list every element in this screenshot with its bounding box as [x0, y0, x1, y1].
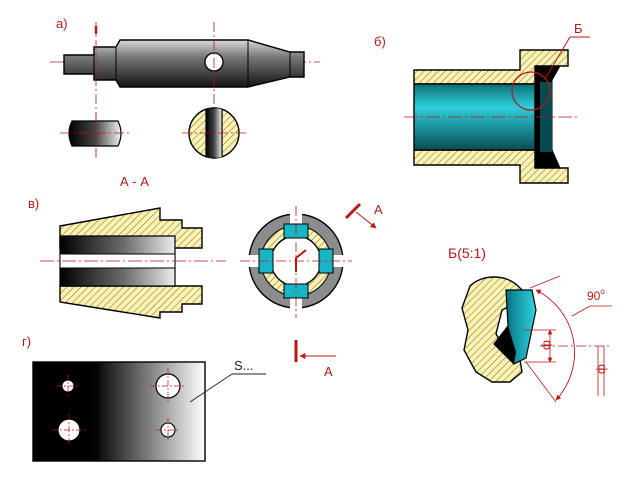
view-g-plate — [32, 361, 266, 462]
label-view-b: б) — [374, 34, 386, 49]
view-b-sleeve — [404, 36, 590, 184]
label-phi-2: ф — [594, 364, 608, 374]
label-detail-b: Б — [574, 21, 583, 36]
plate-body — [32, 361, 206, 462]
shaft-pin — [68, 120, 122, 147]
collet-end-view — [240, 202, 377, 318]
detail-b-callout-circle — [511, 71, 551, 111]
label-cut-a-bottom: А — [324, 364, 333, 379]
view-a-shaft: А - А — [50, 22, 320, 189]
label-detail-b-scale: Б(5:1) — [448, 245, 486, 261]
label-section-a-a: А - А — [120, 174, 149, 189]
shaft-body — [63, 39, 305, 88]
label-view-g: г) — [22, 334, 31, 349]
section-a-a-view — [182, 107, 246, 159]
label-cut-a-top: А — [374, 202, 383, 217]
collet-body-bottom — [59, 285, 203, 319]
label-phi-1: ф — [539, 340, 553, 350]
label-view-v: в) — [28, 196, 39, 211]
view-v-collet — [40, 207, 226, 319]
detail-b-view — [461, 275, 612, 403]
label-plate-thickness: S... — [234, 358, 254, 373]
label-view-a: а) — [56, 16, 68, 31]
label-angle-90: 90o — [587, 287, 605, 303]
